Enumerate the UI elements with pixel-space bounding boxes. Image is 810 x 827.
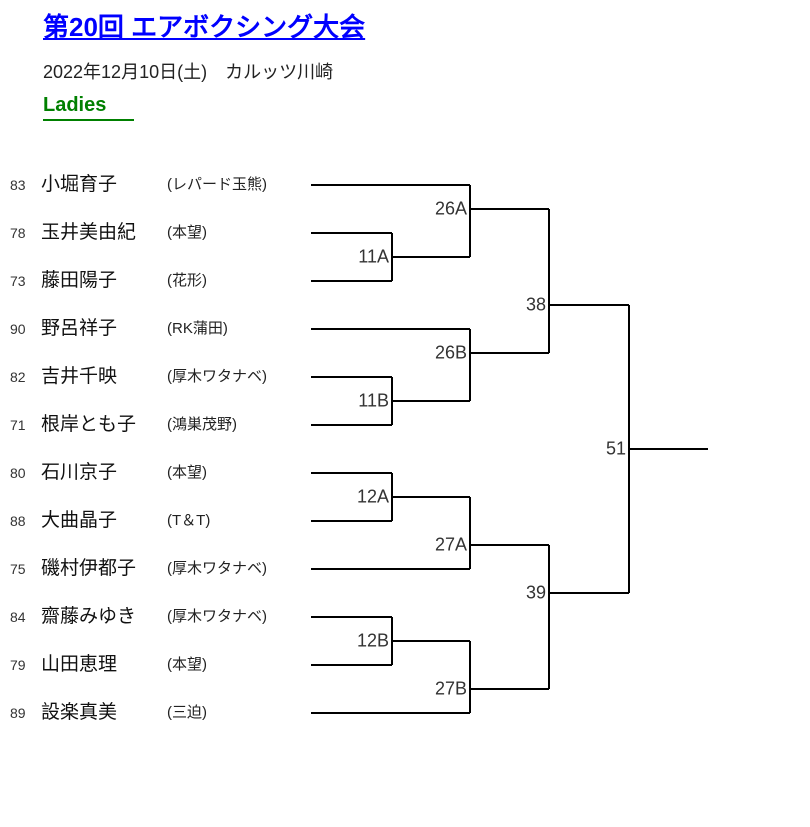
player-club: (レパード玉熊) xyxy=(167,176,267,193)
player-club: (厚木ワタナベ) xyxy=(167,560,267,577)
player-number: 79 xyxy=(10,657,26,673)
match-label-26B: 26B xyxy=(434,342,467,363)
player-row: 75 磯村伊都子 (厚木ワタナベ) xyxy=(0,556,312,582)
match-label-12B: 12B xyxy=(356,630,389,651)
player-name: 小堀育子 xyxy=(41,174,118,195)
player-row: 88 大曲晶子 (T＆T) xyxy=(0,508,312,534)
player-club: (三迫) xyxy=(167,704,207,721)
player-name: 吉井千映 xyxy=(41,366,118,387)
player-row: 79 山田恵理 (本望) xyxy=(0,652,312,678)
player-club: (厚木ワタナベ) xyxy=(167,368,267,385)
player-row: 78 玉井美由紀 (本望) xyxy=(0,220,312,246)
player-number: 73 xyxy=(10,273,26,289)
player-number: 75 xyxy=(10,561,26,577)
player-row: 83 小堀育子 (レパード玉熊) xyxy=(0,172,312,198)
player-row: 82 吉井千映 (厚木ワタナベ) xyxy=(0,364,312,390)
player-name: 大曲晶子 xyxy=(41,510,118,531)
player-row: 71 根岸とも子 (鴻巣茂野) xyxy=(0,412,312,438)
match-label-27B: 27B xyxy=(434,678,467,699)
player-number: 80 xyxy=(10,465,26,481)
player-row: 84 齋藤みゆき (厚木ワタナベ) xyxy=(0,604,312,630)
player-number: 82 xyxy=(10,369,26,385)
player-number: 84 xyxy=(10,609,26,625)
player-name: 山田恵理 xyxy=(41,654,118,675)
match-label-27A: 27A xyxy=(434,534,467,555)
match-label-11A: 11A xyxy=(358,246,389,267)
player-number: 90 xyxy=(10,321,26,337)
match-label-39: 39 xyxy=(525,582,546,603)
player-number: 83 xyxy=(10,177,26,193)
player-number: 78 xyxy=(10,225,26,241)
player-name: 磯村伊都子 xyxy=(41,558,137,579)
player-name: 石川京子 xyxy=(41,462,118,483)
match-label-11B: 11B xyxy=(358,390,389,411)
player-number: 71 xyxy=(10,417,26,433)
player-club: (本望) xyxy=(167,464,207,481)
player-club: (花形) xyxy=(167,272,207,289)
player-name: 藤田陽子 xyxy=(41,270,118,291)
player-club: (RK蒲田) xyxy=(167,320,228,337)
player-club: (本望) xyxy=(167,656,207,673)
player-row: 80 石川京子 (本望) xyxy=(0,460,312,486)
player-row: 90 野呂祥子 (RK蒲田) xyxy=(0,316,312,342)
player-row: 89 設楽真美 (三迫) xyxy=(0,700,312,726)
player-club: (鴻巣茂野) xyxy=(167,416,237,433)
match-label-12A: 12A xyxy=(356,486,389,507)
player-number: 89 xyxy=(10,705,26,721)
player-name: 野呂祥子 xyxy=(41,318,118,339)
player-club: (厚木ワタナベ) xyxy=(167,608,267,625)
player-name: 設楽真美 xyxy=(41,702,118,723)
player-name: 根岸とも子 xyxy=(41,414,137,435)
player-name: 齋藤みゆき xyxy=(41,606,137,627)
match-label-38: 38 xyxy=(525,294,546,315)
player-club: (T＆T) xyxy=(167,512,211,529)
player-club: (本望) xyxy=(167,224,207,241)
date-venue: 2022年12月10日(土) カルッツ川崎 xyxy=(43,62,334,82)
player-name: 玉井美由紀 xyxy=(41,222,137,243)
category-label[interactable]: Ladies xyxy=(43,94,135,121)
match-label-26A: 26A xyxy=(434,198,467,219)
player-number: 88 xyxy=(10,513,26,529)
player-row: 73 藤田陽子 (花形) xyxy=(0,268,312,294)
page-title[interactable]: 第20回 エアボクシング大会 xyxy=(43,12,366,42)
match-label-51: 51 xyxy=(605,438,626,459)
